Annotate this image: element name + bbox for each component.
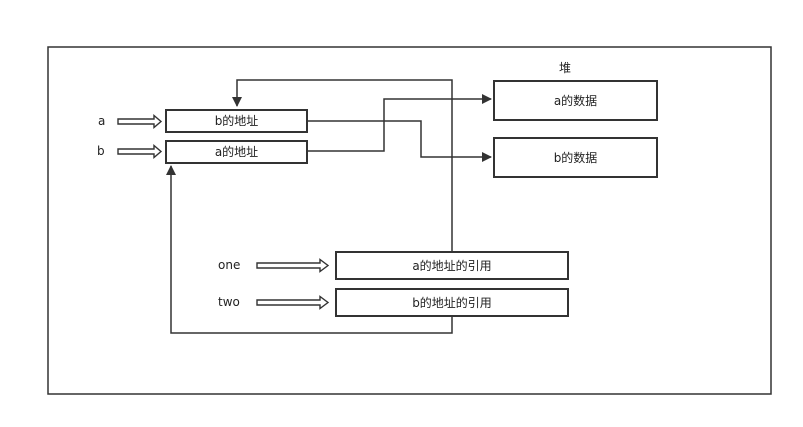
stack-box-b: a的地址 xyxy=(165,140,308,164)
connector-b-address-to-b-data xyxy=(307,120,492,162)
variable-label-b: b xyxy=(97,144,105,158)
outer-frame xyxy=(47,46,772,395)
connector-a-address-to-a-data xyxy=(307,94,492,152)
connector-one-ref-to-stack-a xyxy=(232,79,453,251)
heap-title: 堆 xyxy=(559,61,572,75)
pointer-arrow-a xyxy=(117,113,163,130)
pointer-arrow-one xyxy=(256,258,330,273)
pointer-arrow-two xyxy=(256,295,330,310)
heap-box-b-data: b的数据 xyxy=(493,137,658,178)
connector-two-ref-to-stack-b xyxy=(166,165,453,334)
variable-label-a: a xyxy=(98,114,106,128)
stack-box-a: b的地址 xyxy=(165,109,308,133)
heap-box-a-data: a的数据 xyxy=(493,80,658,121)
reference-box-two: b的地址的引用 xyxy=(335,288,569,317)
reference-label-two: two xyxy=(218,295,240,309)
pointer-arrow-b xyxy=(117,143,163,160)
reference-label-one: one xyxy=(218,258,241,272)
reference-box-one: a的地址的引用 xyxy=(335,251,569,280)
